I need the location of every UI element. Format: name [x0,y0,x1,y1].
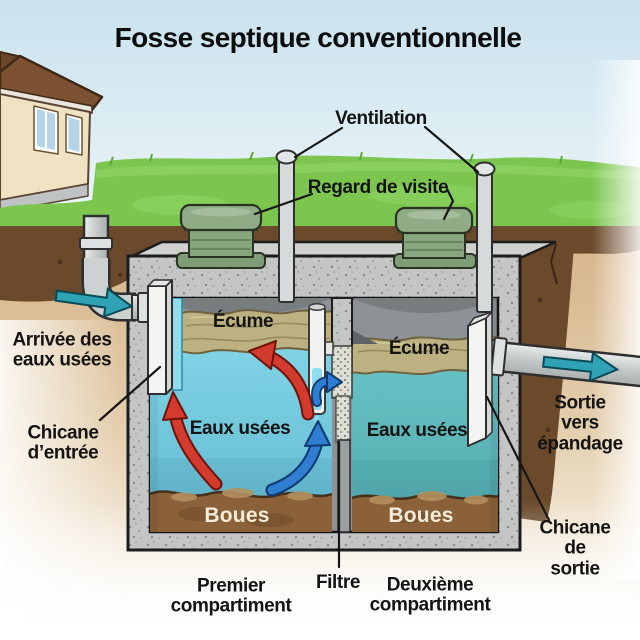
label-filtre: Filtre [315,571,361,593]
access-riser-left [176,203,266,269]
label-boues-gauche: Boues [204,503,270,527]
label-boues-droite: Boues [388,503,454,527]
red-arrow-up [170,409,221,489]
vignette-left [0,320,120,640]
inlet-flow-arrow [54,287,134,319]
outlet-baffle [467,311,493,447]
pointer-ventilation-right [423,125,480,174]
label-ecume-droite: Écume [388,337,450,359]
label-ventilation: Ventilation [335,107,427,129]
circulation-arrows [162,340,343,497]
label-regard-de-visite: Regard de visite [307,176,449,198]
label-eaux-usees-gauche: Eaux usées [189,417,291,439]
label-chicane-sortie: Chicane de sortie [539,517,611,580]
house [0,51,104,213]
page-title: Fosse septique conventionnelle [114,22,522,53]
pointer-regard-left [253,192,314,216]
label-sortie-epandage: Sortie vers épandage [537,392,623,455]
pointer-chicane-entree [98,365,162,422]
first-compartment [150,298,332,532]
divider-wall [331,297,353,533]
septic-tank [54,214,640,552]
blue-arrow-up [267,437,322,495]
filter-medium [331,345,353,399]
label-ecume-gauche: Écume [212,310,274,332]
label-arrivee-eaux-usees: Arrivée des eaux usées [12,329,112,371]
house-roof [0,54,104,112]
vent-pipe-right [473,161,496,313]
pointer-ventilation-left [293,126,344,159]
outlet-flow-arrow [542,351,620,383]
label-chicane-entree: Chicane d’entrée [27,422,99,464]
pointer-regard-right [442,187,455,221]
label-eaux-usees-droite: Eaux usées [366,419,468,441]
blue-arrow-to-filter [312,377,331,406]
label-deuxieme-compartiment: Deuxième compartiment [369,574,491,616]
vent-pipe-left [275,149,298,303]
label-premier-compartiment: Premier compartiment [170,575,292,617]
red-arrow-to-scum [267,353,313,419]
pointer-lines [98,125,551,569]
vignette-right [592,60,640,580]
access-riser-right [393,206,477,269]
pointer-chicane-sortie [485,395,551,522]
inlet-pipe [54,214,171,323]
inlet-baffle [147,279,173,395]
